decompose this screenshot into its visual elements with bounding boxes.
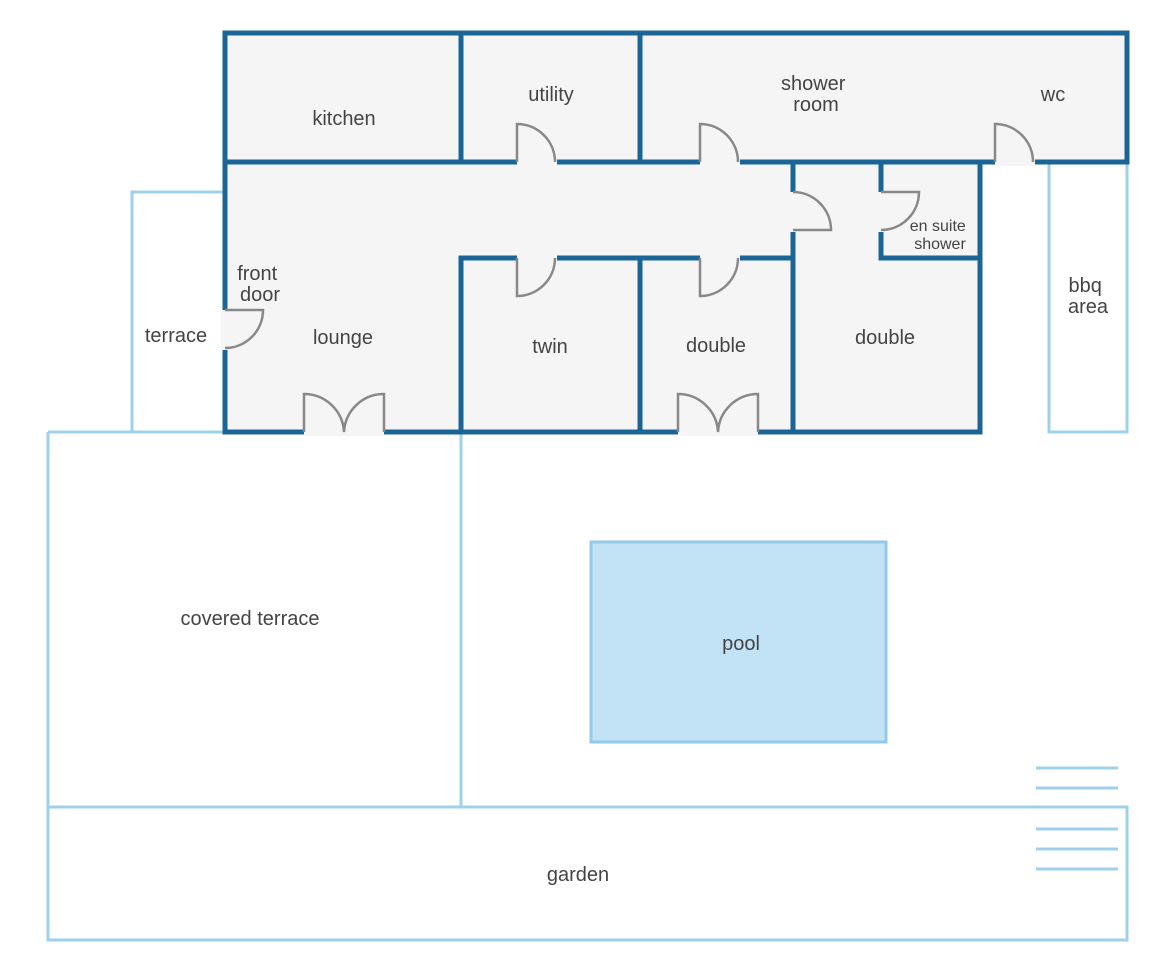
room-labels: kitchen utility shower room wc front doo… (237, 73, 1065, 358)
double-right-label: double (855, 327, 915, 349)
en-suite-door-icon (880, 190, 921, 232)
bbq-area-label-line-1: bbq (1069, 275, 1102, 297)
front-door-label: front door (237, 263, 283, 306)
terrace-area (130, 190, 225, 432)
pool-shape (589, 540, 888, 744)
shower-room-label: shower room (781, 73, 851, 116)
twin-door-icon (515, 257, 557, 298)
shower-room-door-icon (698, 122, 740, 163)
bbq-area-label: bbq area (1068, 275, 1109, 318)
outer-wall-house (222, 159, 983, 435)
double-right-door-icon (792, 190, 833, 232)
covered-terrace-label: covered terrace (181, 608, 320, 630)
double-patio-doors-icon (676, 392, 760, 433)
wc-label: wc (1040, 84, 1065, 106)
garden-label: garden (547, 864, 609, 886)
wc-door-icon (993, 122, 1035, 163)
twin-label: twin (532, 336, 568, 358)
outdoor-areas (46, 160, 1129, 942)
front-door-icon (224, 308, 265, 350)
utility-door-icon (515, 122, 557, 163)
outdoor-labels: terrace bbq area covered terrace pool ga… (145, 275, 1109, 886)
kitchen-label: kitchen (312, 108, 375, 130)
shower-room-label-line-2: room (793, 94, 839, 116)
double-center-door-icon (698, 257, 740, 298)
shower-room-label-line-1: shower (781, 73, 846, 95)
lounge-patio-doors-icon (302, 392, 386, 433)
house-floor (225, 33, 1127, 432)
steps (1036, 766, 1118, 871)
front-door-label-line-2: door (240, 284, 280, 306)
front-door-label-line-1: front (237, 263, 277, 285)
lounge-label: lounge (313, 327, 373, 349)
en-suite-label-line-2: shower (914, 236, 966, 253)
garden-area (46, 805, 1129, 942)
bbq-area-label-line-2: area (1068, 296, 1109, 318)
utility-label: utility (528, 84, 574, 106)
terrace-label: terrace (145, 325, 207, 347)
en-suite-label-line-1: en suite (910, 218, 966, 235)
en-suite-label: en suite shower (910, 218, 971, 253)
pool-label: pool (722, 633, 760, 655)
doors (221, 122, 1035, 436)
double-center-label: double (686, 335, 746, 357)
